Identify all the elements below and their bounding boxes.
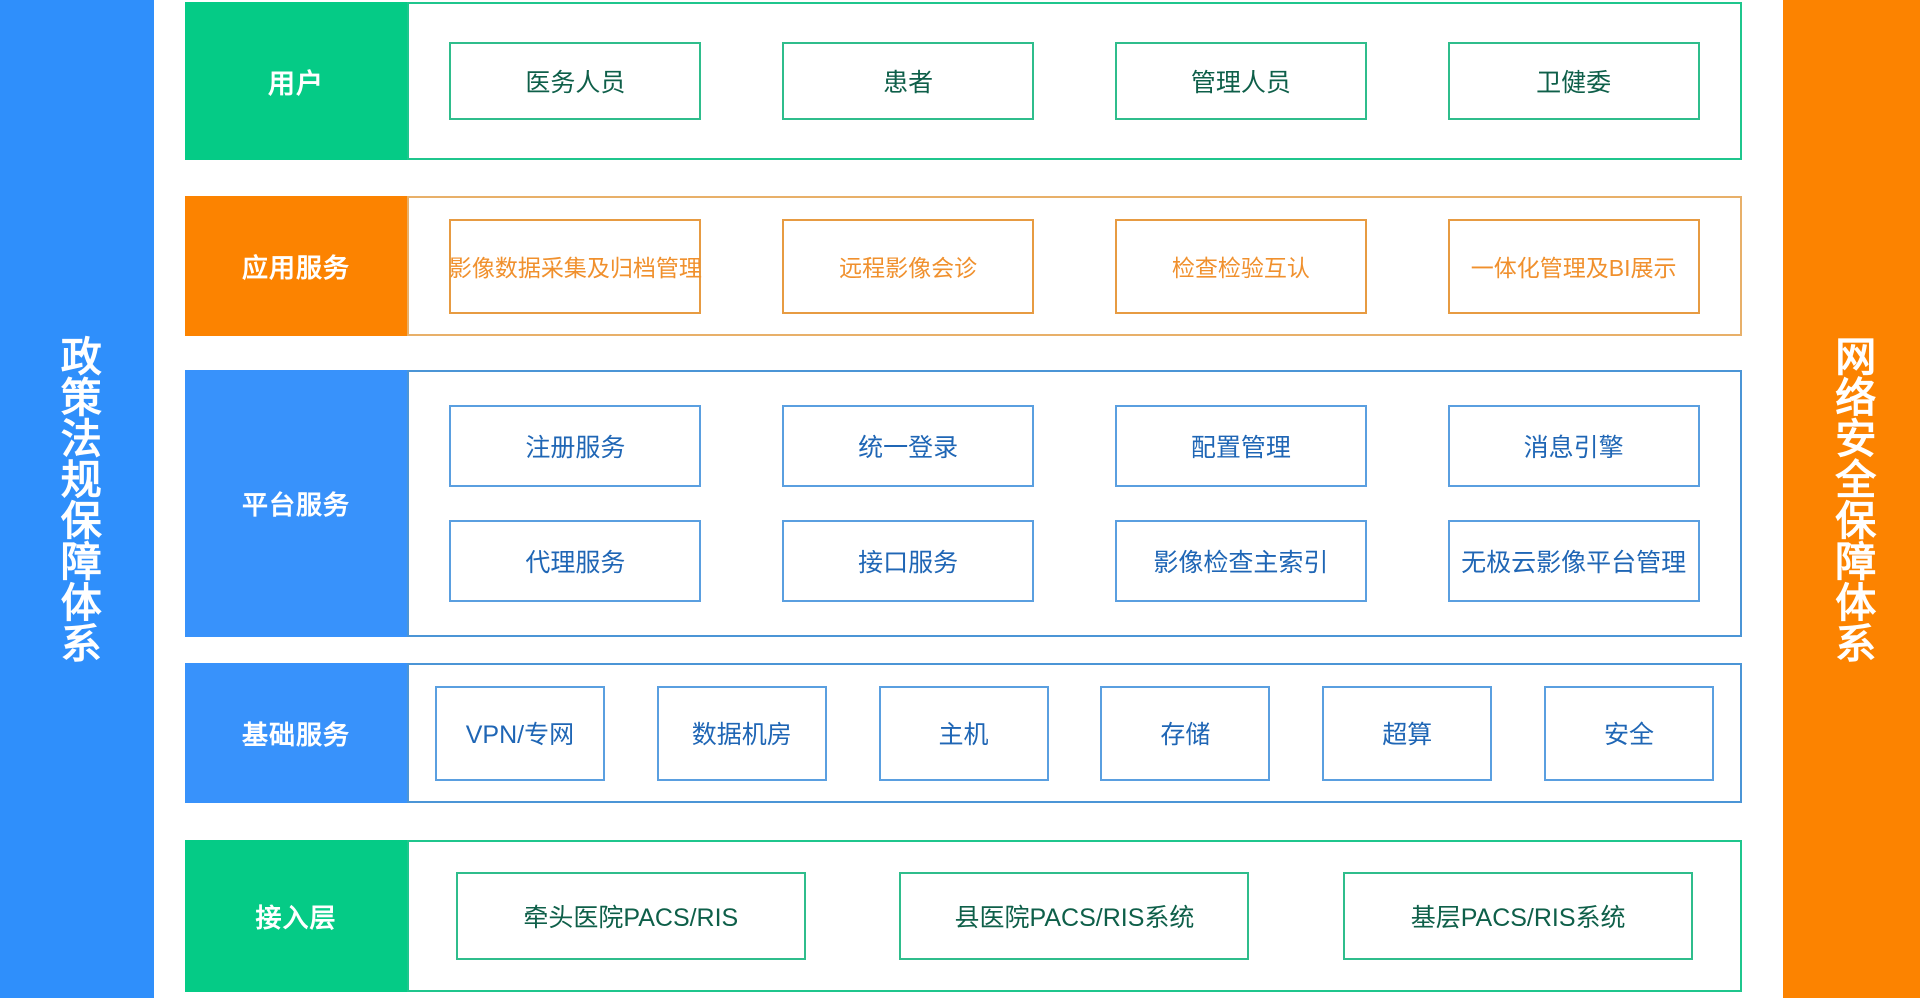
layer-access-label: 接入层 xyxy=(185,840,407,992)
card-item[interactable]: 卫健委 xyxy=(1447,42,1700,120)
card-item[interactable]: 远程影像会诊 xyxy=(782,218,1035,314)
card-item[interactable]: 主机 xyxy=(878,685,1049,781)
card-item[interactable]: 代理服务 xyxy=(449,520,702,603)
layer-application-services: 应用服务 影像数据采集及归档管理 远程影像会诊 检查检验互认 一体化管理及BI展… xyxy=(185,196,1742,336)
layer-application-services-body: 影像数据采集及归档管理 远程影像会诊 检查检验互认 一体化管理及BI展示 xyxy=(407,196,1742,336)
card-row: 注册服务 统一登录 配置管理 消息引擎 xyxy=(409,388,1740,504)
layer-platform-services: 平台服务 注册服务 统一登录 配置管理 消息引擎 代理服务 接口服务 影像检查主… xyxy=(185,370,1742,637)
card-item[interactable]: 一体化管理及BI展示 xyxy=(1447,218,1700,314)
card-item[interactable]: 注册服务 xyxy=(449,404,702,487)
card-row: 牵头医院PACS/RIS 县医院PACS/RIS系统 基层PACS/RIS系统 xyxy=(409,842,1740,990)
card-item[interactable]: VPN/专网 xyxy=(434,685,605,781)
right-pillar-label: 网络安全保障体系 xyxy=(1828,335,1875,663)
card-item[interactable]: 统一登录 xyxy=(782,404,1035,487)
card-item[interactable]: 配置管理 xyxy=(1114,404,1367,487)
layer-infrastructure-services-body: VPN/专网 数据机房 主机 存储 超算 安全 xyxy=(407,663,1742,803)
layer-infrastructure-services: 基础服务 VPN/专网 数据机房 主机 存储 超算 安全 xyxy=(185,663,1742,803)
layer-access: 接入层 牵头医院PACS/RIS 县医院PACS/RIS系统 基层PACS/RI… xyxy=(185,840,1742,992)
card-item[interactable]: 县医院PACS/RIS系统 xyxy=(899,872,1250,960)
layer-stack: 用户 医务人员 患者 管理人员 卫健委 应用服务 影像数据采集及归档管理 远程影… xyxy=(185,0,1742,998)
layer-users-label: 用户 xyxy=(185,2,407,160)
card-item[interactable]: 超算 xyxy=(1322,685,1493,781)
card-item[interactable]: 影像检查主索引 xyxy=(1114,520,1367,603)
card-item[interactable]: 患者 xyxy=(782,42,1035,120)
layer-infrastructure-services-label: 基础服务 xyxy=(185,663,407,803)
card-row: 影像数据采集及归档管理 远程影像会诊 检查检验互认 一体化管理及BI展示 xyxy=(409,198,1740,334)
left-pillar-label: 政策法规保障体系 xyxy=(54,335,101,663)
layer-platform-services-label: 平台服务 xyxy=(185,370,407,637)
card-item[interactable]: 接口服务 xyxy=(782,520,1035,603)
layer-users: 用户 医务人员 患者 管理人员 卫健委 xyxy=(185,2,1742,160)
card-item[interactable]: 医务人员 xyxy=(449,42,702,120)
card-item[interactable]: 数据机房 xyxy=(656,685,827,781)
card-item[interactable]: 管理人员 xyxy=(1114,42,1367,120)
layer-application-services-label: 应用服务 xyxy=(185,196,407,336)
layer-platform-services-body: 注册服务 统一登录 配置管理 消息引擎 代理服务 接口服务 影像检查主索引 无极… xyxy=(407,370,1742,637)
card-row: 代理服务 接口服务 影像检查主索引 无极云影像平台管理 xyxy=(409,504,1740,620)
card-item[interactable]: 无极云影像平台管理 xyxy=(1447,520,1700,603)
layer-users-body: 医务人员 患者 管理人员 卫健委 xyxy=(407,2,1742,160)
card-item[interactable]: 基层PACS/RIS系统 xyxy=(1343,872,1694,960)
right-pillar-security: 网络安全保障体系 xyxy=(1783,0,1920,998)
card-item[interactable]: 存储 xyxy=(1100,685,1271,781)
card-item[interactable]: 影像数据采集及归档管理 xyxy=(449,218,702,314)
card-item[interactable]: 检查检验互认 xyxy=(1114,218,1367,314)
left-pillar-policy: 政策法规保障体系 xyxy=(0,0,154,998)
card-item[interactable]: 消息引擎 xyxy=(1447,404,1700,487)
layer-access-body: 牵头医院PACS/RIS 县医院PACS/RIS系统 基层PACS/RIS系统 xyxy=(407,840,1742,992)
card-row: VPN/专网 数据机房 主机 存储 超算 安全 xyxy=(409,665,1740,801)
card-item[interactable]: 安全 xyxy=(1544,685,1715,781)
card-item[interactable]: 牵头医院PACS/RIS xyxy=(455,872,806,960)
card-row: 医务人员 患者 管理人员 卫健委 xyxy=(409,4,1740,158)
